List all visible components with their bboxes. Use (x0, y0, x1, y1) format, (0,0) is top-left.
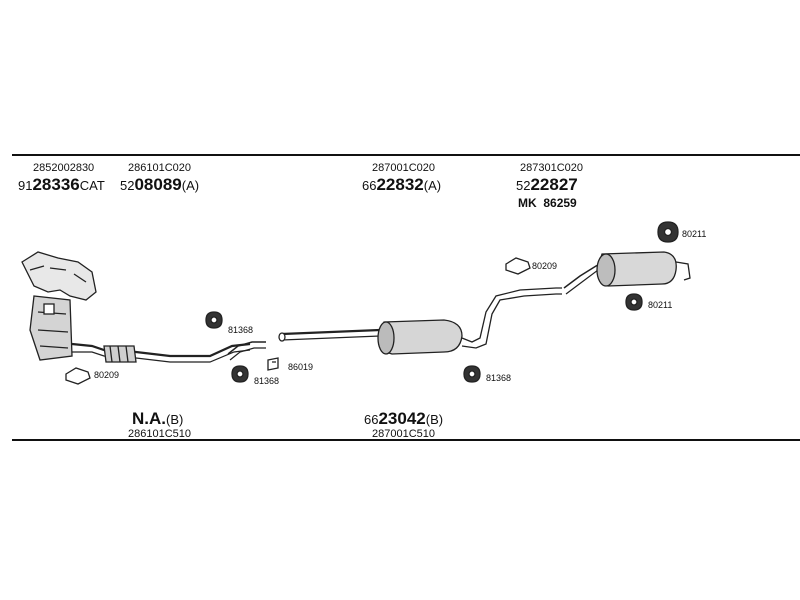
col3-prefix: 66 (362, 178, 377, 193)
label-80209-right: 80209 (532, 261, 558, 271)
middle-silencer[interactable] (278, 287, 562, 355)
bottom1-part-number: N.A.(B) (132, 410, 183, 429)
hanger-81368-mid[interactable] (463, 365, 481, 383)
col4-code: 287301C020 (520, 162, 584, 174)
col1-prefix: 91 (18, 178, 33, 193)
hanger-80211-top[interactable] (657, 221, 679, 243)
col4-extra: MK 86259 (518, 197, 577, 209)
col1-code: 2852002830 (33, 162, 95, 174)
bottom2-prefix: 66 (364, 412, 379, 427)
col3-part-number: 6622832(A) (362, 176, 441, 195)
label-80211-bottom: 80211 (648, 300, 673, 310)
col4-extra-prefix: MK (518, 196, 537, 210)
col4-number: 22827 (530, 175, 578, 194)
gasket-80209-left[interactable] (65, 367, 91, 385)
label-80209-left: 80209 (94, 370, 120, 380)
bottom2-suffix: (B) (425, 412, 444, 427)
col4-prefix: 52 (516, 178, 531, 193)
label-81368-bottom: 81368 (254, 376, 280, 386)
front-pipe[interactable] (71, 341, 266, 363)
hanger-81368-top[interactable] (205, 311, 223, 329)
hanger-81368-bottom[interactable] (231, 365, 249, 383)
label-81368-top: 81368 (228, 325, 254, 335)
label-81368-mid: 81368 (486, 373, 512, 383)
bottom2-code: 287001C510 (372, 428, 436, 440)
clamp-86019[interactable] (267, 357, 279, 371)
bottom2-number: 23042 (378, 409, 426, 428)
bottom1-code: 286101C510 (128, 428, 192, 440)
hanger-80211-bottom[interactable] (625, 293, 643, 311)
bottom2-part-number: 6623042(B) (364, 410, 443, 429)
label-80211-top: 80211 (682, 229, 707, 239)
col4-part-number: 5222827 (516, 176, 578, 195)
label-86019: 86019 (288, 362, 314, 372)
bottom1-suffix: (B) (166, 412, 184, 427)
col2-part-number: 5208089(A) (120, 176, 199, 195)
col2-suffix: (A) (181, 178, 200, 193)
gasket-80209-right[interactable] (505, 257, 531, 275)
col2-prefix: 52 (120, 178, 135, 193)
col1-part-number: 9128336CAT (18, 176, 105, 195)
col1-number: 28336 (32, 175, 80, 194)
col4-extra-number: 86259 (543, 196, 577, 210)
col3-code: 287001C020 (372, 162, 436, 174)
col3-suffix: (A) (423, 178, 442, 193)
col3-number: 22832 (376, 175, 424, 194)
catalytic-converter[interactable] (21, 251, 97, 361)
bottom1-number: N.A. (132, 409, 166, 428)
col2-number: 08089 (134, 175, 182, 194)
rear-silencer[interactable] (563, 251, 691, 295)
col2-code: 286101C020 (128, 162, 192, 174)
col1-suffix: CAT (79, 178, 105, 193)
